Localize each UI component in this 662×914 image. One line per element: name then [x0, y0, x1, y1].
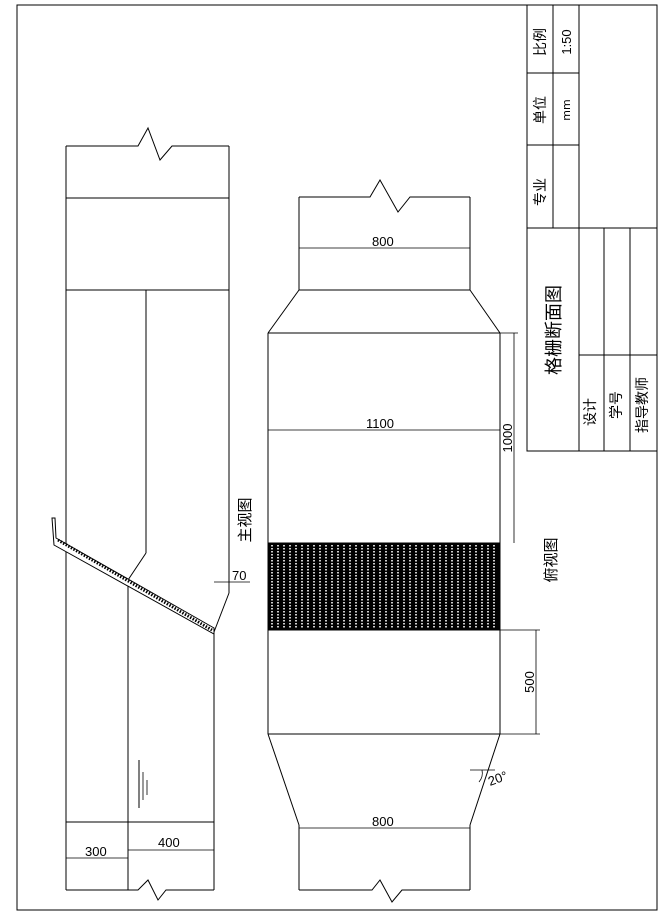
grate-bars — [268, 543, 500, 630]
scale-label: 比例 — [533, 28, 549, 56]
unit-value: mm — [560, 99, 573, 120]
unit-label: 单位 — [533, 96, 549, 124]
title-block: 比例 1:50 单位 mm 专业 格栅断面图 设计 学号 指导教师 — [526, 4, 658, 452]
advisor-label: 指导教师 — [635, 377, 651, 433]
dim-front-left: 300 — [85, 844, 107, 859]
drawing-title: 格栅断面图 — [544, 285, 565, 375]
dim-angle: 20° — [486, 768, 510, 789]
dim-top-width: 800 — [372, 234, 394, 249]
inclined-grate — [51, 517, 215, 635]
dim-channel-width: 1100 — [366, 416, 394, 431]
top-view-label: 俯视图 — [542, 537, 560, 582]
dim-after-length: 500 — [522, 671, 537, 693]
dim-grate-offset: 70 — [232, 568, 246, 583]
student-id-label: 学号 — [609, 391, 625, 419]
dim-front-right: 400 — [158, 835, 180, 850]
design-label: 设计 — [583, 398, 599, 426]
front-view: 70 300 400 主视图 — [51, 126, 254, 901]
grate-gaps — [271, 545, 495, 628]
dim-channel-length: 1000 — [500, 424, 515, 453]
drawing-border — [16, 4, 658, 911]
scale-value: 1:50 — [559, 29, 574, 54]
major-label: 专业 — [533, 178, 549, 206]
dim-bottom-width: 800 — [372, 814, 394, 829]
front-view-label: 主视图 — [236, 497, 254, 542]
top-view: 800 1100 1000 — [267, 178, 560, 903]
